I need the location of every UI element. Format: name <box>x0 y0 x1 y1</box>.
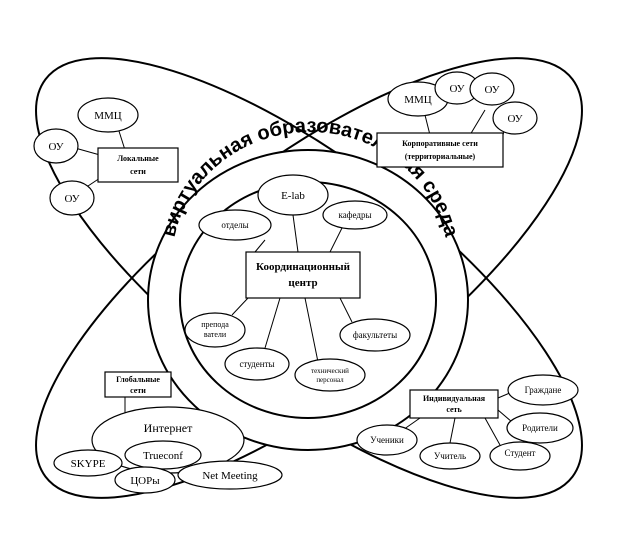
corporate-networks-box-line1: Корпоративные сети <box>402 139 478 148</box>
node-studenty-label: студенты <box>239 359 274 369</box>
connector-line <box>74 147 101 156</box>
node-tech-personal <box>294 358 366 392</box>
connector-line <box>497 409 513 423</box>
coordination-center-line2: центр <box>288 277 317 289</box>
individual-student-label: Студент <box>505 448 536 458</box>
local-mmc-label: ММЦ <box>94 110 122 122</box>
node-elab-label: E-lab <box>281 190 305 202</box>
corp-ou-label-2: ОУ <box>484 84 499 96</box>
connector-line <box>254 239 266 253</box>
individual-network-box-line1: Индивидуальная <box>423 394 486 403</box>
node-kafedry-label: кафедры <box>338 210 371 220</box>
global-trueconf-label: Trueconf <box>143 450 183 462</box>
node-prepodavateli <box>184 312 246 348</box>
global-cor-label: ЦОРы <box>130 475 160 487</box>
connector-line <box>339 297 353 323</box>
global-skype-label: SKYPE <box>71 458 106 470</box>
local-ou-top-label: ОУ <box>48 141 63 153</box>
node-prepodavateli-label-1: препода <box>201 320 229 329</box>
corp-ou-node-2 <box>469 72 515 106</box>
individual-network-box <box>409 389 499 419</box>
global-networks-box-line2: сети <box>130 386 146 395</box>
individual-roditeli-label: Родители <box>522 423 558 433</box>
corp-mmc-label: ММЦ <box>404 94 432 106</box>
individual-grazhdane-node <box>507 374 579 406</box>
connector-line <box>469 109 486 136</box>
local-ou-bottom-node <box>49 180 95 216</box>
individual-student-node <box>489 441 551 471</box>
global-cor-node <box>114 466 176 494</box>
node-tech-personal-label-2: персонал <box>316 376 344 384</box>
global-internet-label: Интернет <box>144 421 193 435</box>
corporate-networks-box-line2: (территориальные) <box>405 152 476 161</box>
node-otdely <box>198 209 272 241</box>
connector-line <box>264 297 281 349</box>
node-fakultety <box>339 318 411 352</box>
global-networks-box <box>104 371 172 398</box>
local-networks-box <box>97 147 179 183</box>
node-fakultety-label: факультеты <box>353 330 397 340</box>
local-ou-bottom-label: ОУ <box>64 193 79 205</box>
individual-network-box-line2: сеть <box>446 405 462 414</box>
node-elab <box>257 174 329 216</box>
individual-ucheniki-label: Ученики <box>370 435 404 445</box>
connector-line <box>449 417 456 444</box>
corp-ou-label-3: ОУ <box>507 113 522 125</box>
connector-line <box>292 214 299 253</box>
connector-line <box>117 127 126 151</box>
individual-uchitel-label: Учитель <box>434 451 466 461</box>
node-tech-personal-label-1: технический <box>311 367 349 375</box>
local-networks-box-line1: Локальные <box>117 154 159 163</box>
local-ou-top-node <box>33 128 79 164</box>
corporate-networks-box <box>376 132 504 168</box>
global-networks-box-line1: Глобальные <box>116 375 160 384</box>
coordination-center-line1: Координационный <box>256 261 351 273</box>
individual-uchitel-node <box>419 442 481 470</box>
local-mmc-node <box>77 97 139 133</box>
node-kafedry <box>322 200 388 230</box>
node-studenty <box>224 347 290 381</box>
coordination-center-box <box>245 251 361 299</box>
individual-roditeli-node <box>506 412 574 444</box>
local-networks-box-line2: сети <box>130 167 146 176</box>
connector-line <box>424 114 431 136</box>
node-otdely-label: отделы <box>221 220 248 230</box>
connector-line <box>484 417 501 446</box>
corp-ou-label-1: ОУ <box>449 83 464 95</box>
individual-grazhdane-label: Граждане <box>525 385 562 395</box>
global-net-meeting-label: Net Meeting <box>202 470 258 482</box>
global-net-meeting-node <box>177 460 283 490</box>
individual-ucheniki-node <box>356 424 418 456</box>
connector-line <box>231 297 249 316</box>
global-skype-node <box>53 449 123 477</box>
corp-ou-node-3 <box>492 101 538 135</box>
node-prepodavateli-label-2: ватели <box>204 330 227 339</box>
connector-line <box>304 297 319 363</box>
